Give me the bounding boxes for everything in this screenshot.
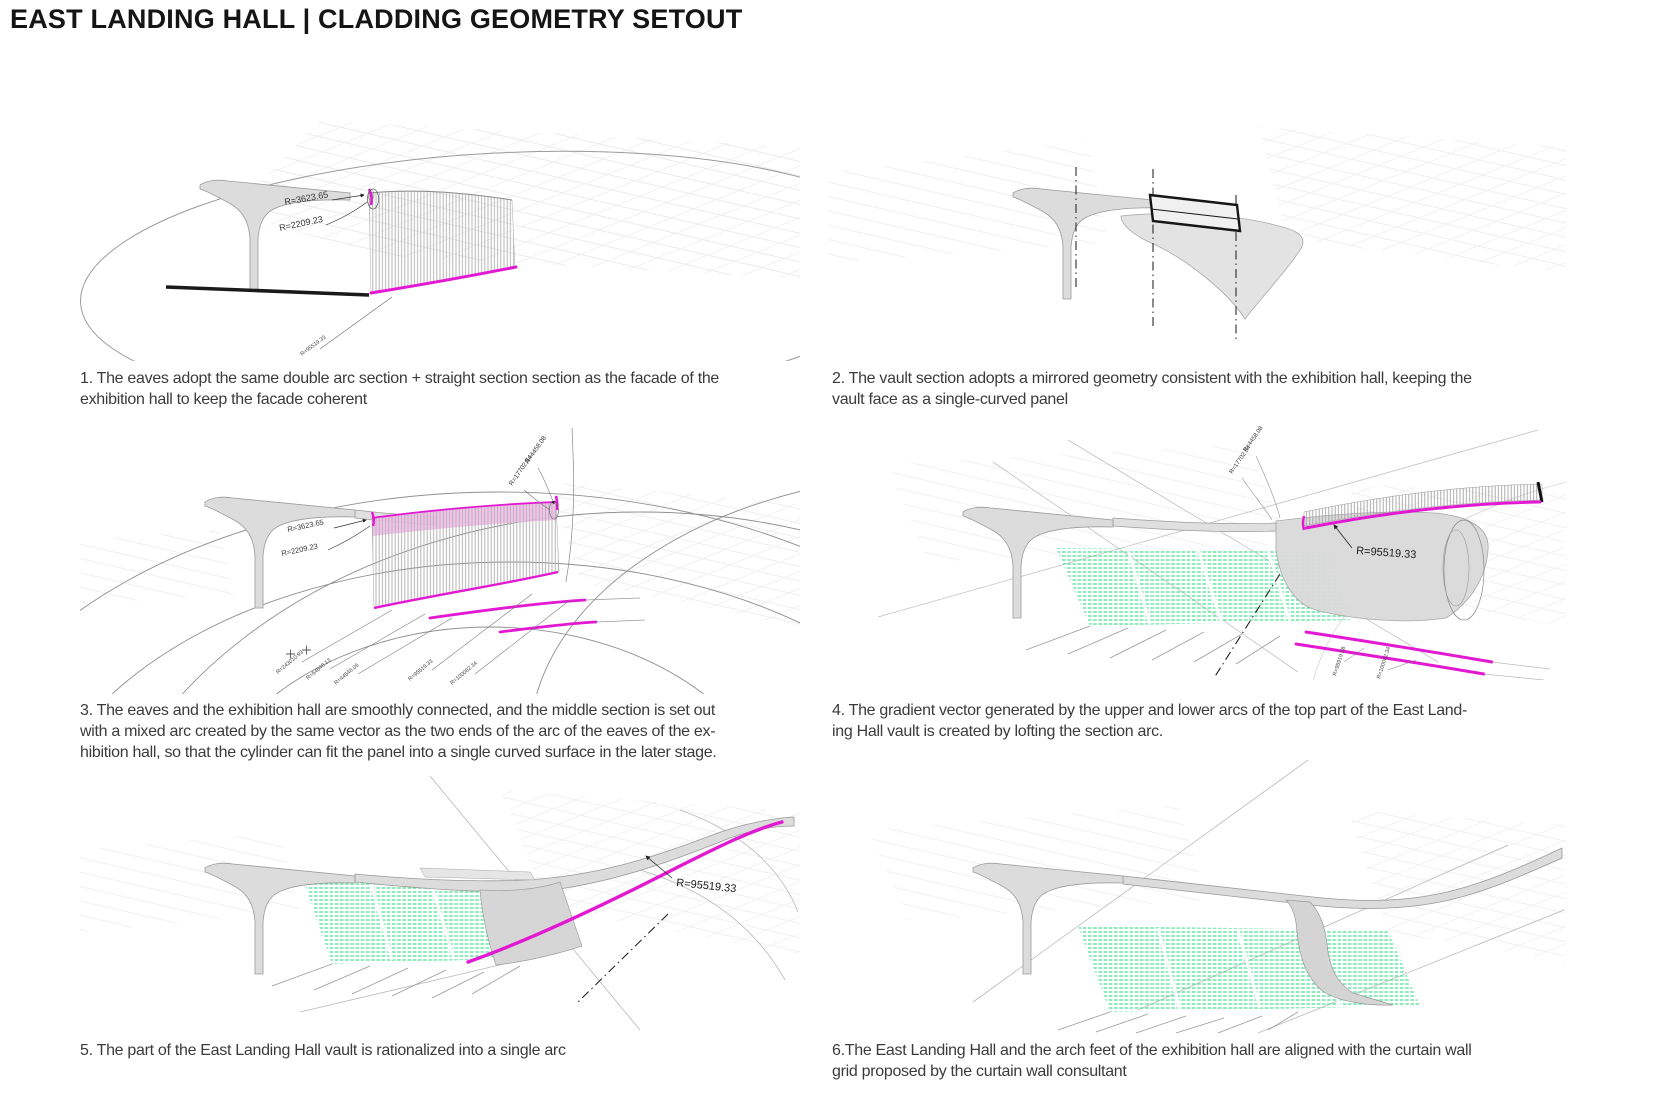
- caption-line: 5. The part of the East Landing Hall vau…: [80, 1042, 566, 1059]
- caption-3: 3. The eaves and the exhibition hall are…: [80, 700, 717, 763]
- pylon-shape: [199, 179, 351, 292]
- caption-line: grid proposed by the curtain wall consul…: [832, 1063, 1127, 1080]
- section-circle: [367, 188, 379, 210]
- vault-surface: [1120, 213, 1304, 320]
- pylon-shape: [1012, 187, 1164, 300]
- centerline-dashdot: [577, 913, 669, 1003]
- leader-line: [523, 489, 551, 511]
- vault-section-midline: [1150, 208, 1239, 220]
- diagram-4-gradient-vector-loft: R=95519.33 R=95919.08 R=100082.34 R=4458…: [877, 425, 1566, 680]
- leader-lines: [1343, 647, 1417, 671]
- pylon-shape: [972, 862, 1124, 975]
- arc-extension-lines: [1483, 661, 1551, 680]
- green-setout-grid: [1056, 548, 1350, 626]
- caption-2: 2. The vault section adopts a mirrored g…: [832, 368, 1472, 410]
- arch-foot-trumpet: [1285, 899, 1394, 1006]
- vault-face: [479, 881, 583, 966]
- site-grid: [80, 790, 800, 955]
- leader-line: [331, 193, 365, 201]
- caption-1: 1. The eaves adopt the same double arc s…: [80, 368, 719, 410]
- site-grid: [828, 127, 1566, 273]
- green-grid-gaps: [368, 877, 456, 961]
- diagram-3-mixed-arc-setout: R=243010.93 R=64648.13 R=44546.06 R=9551…: [80, 427, 800, 694]
- eaves-arc-magenta: [428, 598, 587, 620]
- vault-arc-magenta: [466, 820, 784, 964]
- caption-line: 3. The eaves and the exhibition hall are…: [80, 702, 716, 719]
- lower-arc-magenta: [1304, 630, 1494, 664]
- lower-arc-magenta: [1294, 642, 1486, 676]
- leader-line: [327, 525, 371, 551]
- vault-arc-magenta: [1304, 500, 1542, 530]
- eaves-panel: [419, 867, 536, 881]
- loft-section-circle: [1443, 519, 1485, 621]
- hatched-facade-wall: [371, 501, 560, 609]
- caption-line: with a mixed arc created by the same vec…: [80, 723, 716, 740]
- facade-bottom-edge-magenta: [373, 570, 559, 610]
- pylon-shape: [204, 496, 356, 609]
- caption-line: 2. The vault section adopts a mirrored g…: [832, 370, 1472, 387]
- hatched-facade-wall: [368, 190, 516, 294]
- radius-label: R=95519.33: [407, 659, 434, 683]
- section-circle-small: [367, 189, 375, 201]
- green-grid-gaps: [1126, 548, 1292, 625]
- leader-line: [333, 518, 367, 529]
- caption-line: 4. The gradient vector generated by the …: [832, 702, 1468, 719]
- diagram-1-eaves-double-arc: R=3623.65 R=2209.23 R=95519.33: [80, 121, 800, 361]
- diagram-5-single-arc: R=95519.33: [80, 775, 800, 1031]
- site-grid: [868, 805, 1566, 962]
- centerline-dashdot: [1213, 573, 1281, 679]
- caption-line: vault face as a single-curved panel: [832, 391, 1068, 408]
- caption-5: 5. The part of the East Landing Hall vau…: [80, 1040, 566, 1061]
- leader-lines: [1241, 455, 1281, 521]
- facade-top-edge-magenta: [371, 501, 557, 519]
- leader-lines: [301, 593, 571, 675]
- radius-label: R=64648.13: [305, 658, 332, 682]
- page-title: EAST LANDING HALL | CLADDING GEOMETRY SE…: [10, 4, 743, 34]
- radius-label-lower: R=2209.23: [281, 541, 319, 557]
- radius-label-leader: R=95519.33: [300, 335, 328, 358]
- leader-line: [645, 855, 673, 879]
- pylon-shape: [962, 506, 1114, 619]
- radius-label-top: R=17702.54: [508, 454, 534, 487]
- pylon-shape: [204, 862, 356, 975]
- arc-extension-lines: [584, 597, 646, 623]
- radius-label: R=100082.34: [1376, 646, 1392, 679]
- loft-section-circle: [1442, 529, 1470, 607]
- diagram-2-vault-section: [828, 127, 1566, 343]
- facade-bottom-edge-magenta: [369, 265, 518, 295]
- section-cut-line: [565, 427, 574, 583]
- caption-6: 6.The East Landing Hall and the arch fee…: [832, 1040, 1472, 1082]
- grid-tick-lines: [1057, 1011, 1299, 1034]
- diagram-6-curtain-wall-alignment: [868, 759, 1566, 1034]
- green-setout-grid: [302, 876, 532, 964]
- ground-black-edge: [165, 285, 370, 297]
- caption-line: 6.The East Landing Hall and the arch fee…: [832, 1042, 1472, 1059]
- caption-line: hibition hall, so that the cylinder can …: [80, 744, 717, 761]
- leader-line: [1333, 524, 1353, 549]
- leader-line: [537, 467, 555, 505]
- plus-marks: [286, 645, 311, 659]
- caption-4: 4. The gradient vector generated by the …: [832, 700, 1467, 742]
- boundary-ellipse: [80, 150, 800, 361]
- radius-label: R=44546.06: [333, 663, 360, 687]
- grid-tick-lines: [1025, 625, 1281, 665]
- caption-line: ing Hall vault is created by lofting the…: [832, 723, 1163, 740]
- grid-tick-lines: [271, 963, 521, 999]
- arc-end-black-tick: [1536, 481, 1544, 503]
- facade-top-edge: [368, 190, 513, 201]
- eaves-arc-magenta: [498, 620, 598, 634]
- section-tick-magenta: [1301, 515, 1306, 531]
- section-arc-magenta-tick: [367, 188, 373, 206]
- section-tick-left-magenta: [370, 511, 375, 527]
- caption-line: 1. The eaves adopt the same double arc s…: [80, 370, 720, 387]
- radius-label: R=100082.34: [449, 661, 478, 687]
- radius-label-main: R=95519.33: [1356, 545, 1417, 561]
- caption-line: exhibition hall to keep the facade coher…: [80, 391, 367, 408]
- leader-line: [325, 201, 368, 226]
- vault-section-outline: [1148, 193, 1242, 233]
- leader-line: [319, 296, 393, 350]
